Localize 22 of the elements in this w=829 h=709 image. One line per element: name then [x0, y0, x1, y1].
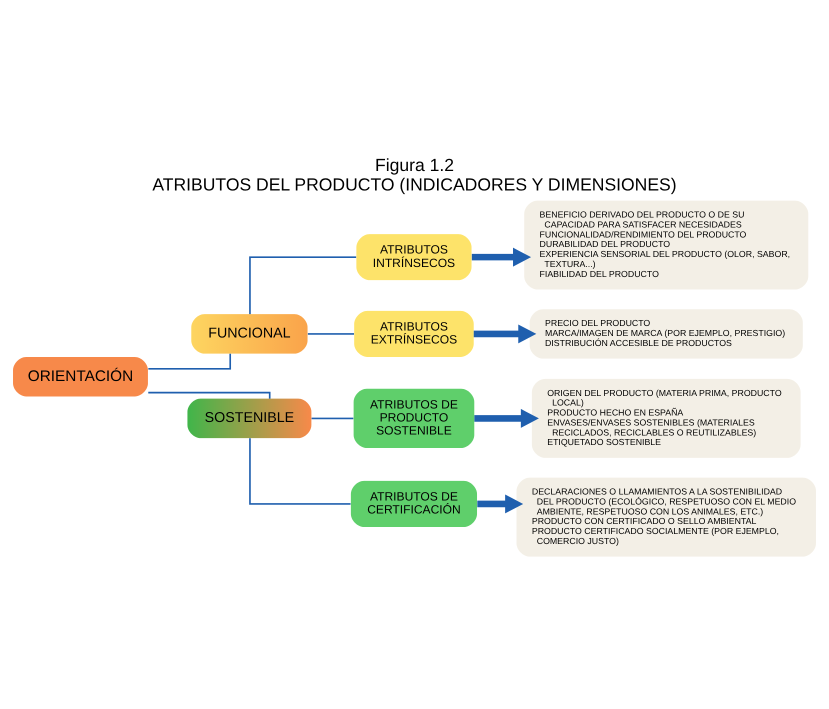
- arrow: [474, 324, 536, 344]
- arrow: [477, 494, 524, 514]
- caption: ATRIBUTOS DEL PRODUCTO (INDICADORES Y DIMENSIONES): [152, 174, 677, 195]
- node-box: ATRIBUTOS INTRÍNSECOS: [356, 234, 472, 280]
- node-box: DECLARACIONES O LLAMAMIENTOS A LA SOSTENIBILIDAD DEL PRODUCTO (ECOLÓGICO, RESPETUOSO CON EL MEDIO AMBIENTE, RESPETUOSO CON LOS ANIMALES, ETC.) PRODUCTO CON CERTIFICADO O SELLO AMBIENTAL PRODUCTO CERTIFICADO SOCIALMENTE (POR EJEMPLO, COMERCIO JUSTO): [516, 478, 816, 557]
- connector: [249, 438, 351, 505]
- diagram-title: Figura 1.2: [374, 154, 454, 175]
- connector: [249, 256, 356, 314]
- arrow: [474, 408, 539, 428]
- node-box: ORIGEN DEL PRODUCTO (MATERIA PRIMA, PRODUCTO LOCAL) PRODUCTO HECHO EN ESPAÑA ENVASES/ENVASES SOSTENIBLES (MATERIALES RECICLADOS, RECICLABLES O REUTILIZABLES) ETIQUETADO SOSTENIBLE: [532, 378, 801, 458]
- node-box: ATRIBUTOS EXTRÍNSECOS: [354, 310, 474, 357]
- node-box: ATRIBUTOS DE CERTIFICACIÓN: [350, 480, 478, 527]
- node-box: ORIENTACIÓN: [13, 356, 148, 396]
- node-box: SOSTENIBLE: [187, 398, 312, 438]
- node-box: PRECIO DEL PRODUCTO MARCA/IMAGEN DE MARCA (POR EJEMPLO, PRESTIGIO) DISTRIBUCIÓN ACCESIBLE DE PRODUCTOS: [530, 309, 803, 359]
- node-box: BENEFICIO DERIVADO DEL PRODUCTO O DE SU CAPACIDAD PARA SATISFACER NECESIDADES FUNCIONALIDAD/RENDIMIENTO DEL PRODUCTO DURABILIDAD DEL PRODUCTO EXPERIENCIA SENSORIAL DEL PRODUCTO (OLOR, SABOR, TEXTURA...) FIABILIDAD DEL PRODUCTO: [524, 200, 808, 290]
- node-box: FUNCIONAL: [191, 314, 308, 354]
- node-box: ATRIBUTOS DE PRODUCTO SOSTENIBLE: [354, 388, 474, 448]
- connector: [312, 418, 354, 420]
- connector: [308, 333, 354, 335]
- connector: [148, 392, 271, 399]
- arrow: [472, 248, 532, 267]
